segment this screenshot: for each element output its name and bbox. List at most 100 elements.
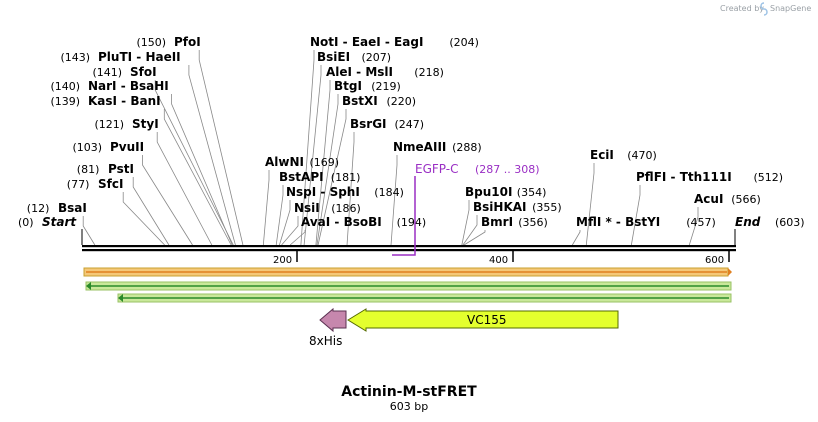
site-kasi-pos: (139) xyxy=(51,95,81,108)
site-alwni-pos: (169) xyxy=(310,156,340,169)
ruler: 200 400 600 xyxy=(273,251,730,266)
site-bstxi-name: BstXI xyxy=(342,94,378,108)
site-avai-pos: (194) xyxy=(397,216,427,229)
site-noti-name: NotI - EaeI - EagI xyxy=(310,35,423,49)
site-bpu10i-pos: (354) xyxy=(517,186,547,199)
site-btgi[interactable]: BtgI(219) xyxy=(334,79,401,93)
feature-8xhis-label: 8xHis xyxy=(309,334,342,348)
site-acui[interactable]: AcuI(566) xyxy=(694,192,761,206)
site-kasi-name: KasI - BanI xyxy=(88,94,161,108)
site-bstxi[interactable]: BstXI (220) xyxy=(342,94,416,108)
site-noti[interactable]: NotI - EaeI - EagI (204) xyxy=(310,35,479,49)
site-bsiei-name: BsiEI xyxy=(317,50,350,64)
map-title: Actinin-M-stFRET xyxy=(341,384,477,400)
orf-bar-top[interactable] xyxy=(83,267,732,277)
site-bsai[interactable]: BsaI(12) xyxy=(27,201,87,215)
site-pluti[interactable]: PluTI - HaeII (143) xyxy=(61,50,181,64)
ruler-tick-600: 600 xyxy=(705,255,724,266)
leader-nari xyxy=(171,94,233,246)
site-pvuii[interactable]: PvuII(103) xyxy=(73,140,145,154)
site-pluti-name: PluTI - HaeII xyxy=(98,50,181,64)
site-nari-name: NarI - BsaHI xyxy=(88,79,169,93)
site-psti-name: PstI xyxy=(108,162,134,176)
site-alei-pos: (218) xyxy=(414,66,444,79)
leader-bstxi xyxy=(317,109,347,246)
site-alei[interactable]: AleI - MslI (218) xyxy=(326,65,444,79)
site-bmri-name: BmrI xyxy=(481,215,513,229)
site-bstapi[interactable]: BstAPI(181) xyxy=(279,170,360,184)
site-pluti-pos: (143) xyxy=(61,51,91,64)
orf-bar-bottom[interactable] xyxy=(117,293,732,303)
site-bmri[interactable]: BmrI(356) xyxy=(481,215,548,229)
site-nari[interactable]: NarI - BsaHI(140) xyxy=(51,79,169,93)
snapgene-logo-icon xyxy=(760,2,768,16)
site-avai-name: AvaI - BsoBI xyxy=(301,215,382,229)
site-sfoi[interactable]: SfoI (141) xyxy=(93,65,157,79)
leader-nspi xyxy=(279,200,291,246)
site-styi[interactable]: StyI(121) xyxy=(95,117,159,131)
site-nspi-name: NspI - SphI xyxy=(286,185,360,199)
end-pos-label: (603) xyxy=(775,216,805,229)
sequence-backbone xyxy=(81,229,736,252)
site-bpu10i-name: Bpu10I xyxy=(465,185,512,199)
site-nspi[interactable]: NspI - SphI(184) xyxy=(286,185,404,199)
leader-acui xyxy=(688,207,699,246)
leader-sfci xyxy=(122,192,165,246)
site-bsiei[interactable]: BsiEI (207) xyxy=(317,50,391,64)
site-styi-name: StyI xyxy=(132,117,159,131)
leader-pluti xyxy=(188,65,236,246)
site-psti[interactable]: PstI(81) xyxy=(77,162,134,176)
site-alwni[interactable]: AlwNI (169) xyxy=(265,155,339,169)
site-btgi-name: BtgI xyxy=(334,79,362,93)
site-pvuii-name: PvuII xyxy=(110,140,144,154)
site-nmeaiii[interactable]: NmeAIII (288) xyxy=(393,140,482,154)
ruler-tick-200: 200 xyxy=(273,255,292,266)
leader-nsii xyxy=(281,216,299,246)
site-nmeaiii-pos: (288) xyxy=(452,141,482,154)
leader-pflfi xyxy=(630,185,641,246)
leader-pfoi xyxy=(198,50,244,246)
site-avai[interactable]: AvaI - BsoBI (194) xyxy=(301,215,426,229)
ruler-tick-400: 400 xyxy=(489,255,508,266)
site-nmeaiii-name: NmeAIII xyxy=(393,140,446,154)
cut-site-leaders xyxy=(82,50,699,246)
site-alwni-name: AlwNI xyxy=(265,155,304,169)
credit-brand: SnapGene xyxy=(770,4,811,13)
credit-prefix: Created by xyxy=(720,4,764,13)
site-kasi[interactable]: KasI - BanI (139) xyxy=(51,94,161,108)
site-pflfi[interactable]: PflFI - Tth111I(512) xyxy=(636,170,783,184)
feature-vc155-label: VC155 xyxy=(467,313,507,327)
site-sfci[interactable]: SfcI(77) xyxy=(67,177,124,191)
site-bsiei-pos: (207) xyxy=(362,51,392,64)
site-alei-name: AleI - MslI xyxy=(326,65,393,79)
site-bsihkai[interactable]: BsiHKAI (355) xyxy=(473,200,562,214)
primer-egfp-c[interactable]: EGFP-C (287 .. 308) xyxy=(392,162,540,256)
site-mfli[interactable]: MflI * - BstYI(457) xyxy=(576,215,716,229)
leader-bsiei xyxy=(303,65,322,246)
site-sfoi-name: SfoI xyxy=(130,65,157,79)
site-nsii-name: NsiI xyxy=(294,201,320,215)
site-bstxi-pos: (220) xyxy=(387,95,417,108)
leader-btgi xyxy=(316,94,339,246)
primer-range: (287 .. 308) xyxy=(475,163,540,176)
site-bpu10i[interactable]: Bpu10I (354) xyxy=(465,185,546,199)
site-nsii[interactable]: NsiI(186) xyxy=(294,201,361,215)
site-pfoi-pos: (150) xyxy=(137,36,167,49)
leader-bsihkai xyxy=(462,215,478,246)
site-bsihkai-name: BsiHKAI xyxy=(473,200,527,214)
leader-ecii xyxy=(585,163,595,246)
site-bsrgi-pos: (247) xyxy=(395,118,425,131)
site-bsihkai-pos: (355) xyxy=(532,201,562,214)
site-noti-pos: (204) xyxy=(449,36,479,49)
feature-vc155[interactable]: VC155 xyxy=(347,308,619,332)
cut-site-labels: BsaI(12)SfcI(77)PstI(81)PvuII(103)StyI(1… xyxy=(27,35,783,229)
site-ecii-name: EciI xyxy=(590,148,614,162)
orf-bar-middle[interactable] xyxy=(85,281,732,291)
site-sfoi-pos: (141) xyxy=(93,66,123,79)
site-ecii[interactable]: EciI(470) xyxy=(590,148,657,162)
feature-8xhis[interactable]: 8xHis xyxy=(309,307,347,348)
site-bsrgi[interactable]: BsrGI(247) xyxy=(350,117,424,131)
site-pfoi[interactable]: PfoI(150) xyxy=(137,35,201,49)
site-pflfi-pos: (512) xyxy=(754,171,784,184)
